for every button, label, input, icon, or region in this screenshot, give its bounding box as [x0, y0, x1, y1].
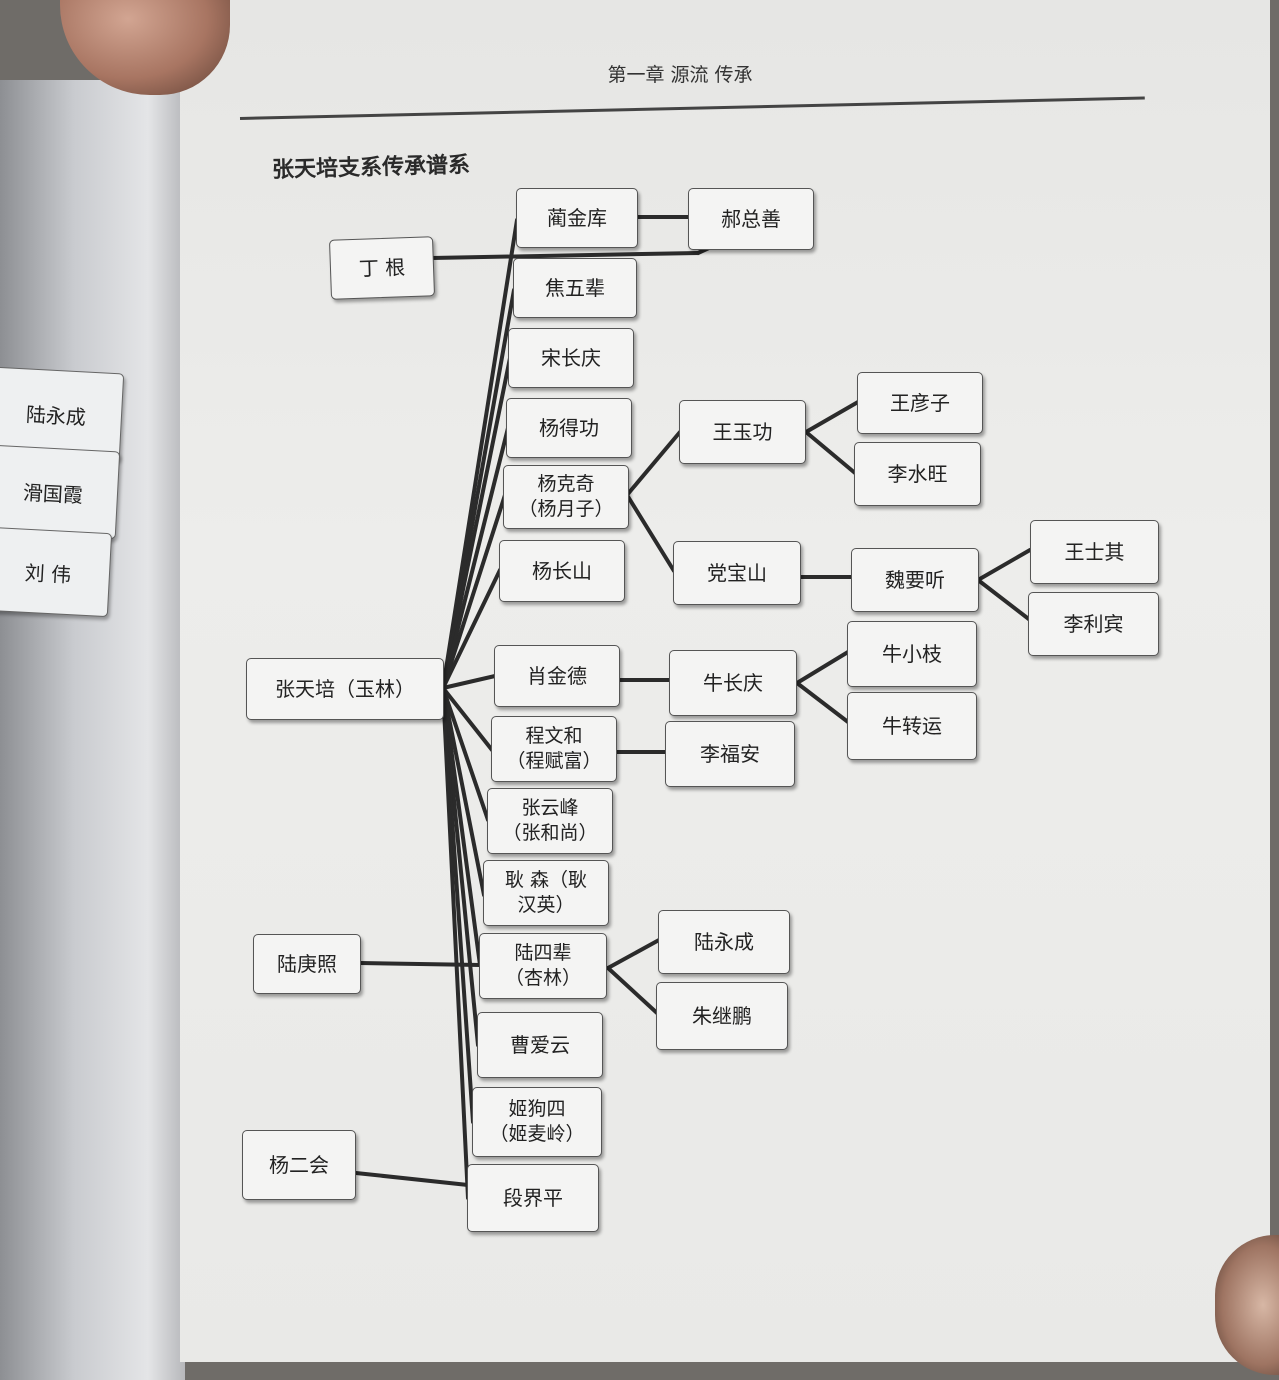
connector: [625, 493, 676, 573]
node-caoaiyun: 曹爱云: [477, 1012, 603, 1078]
node-chengwenhe: 程文和 （程赋富）: [491, 716, 617, 782]
connector: [441, 674, 497, 690]
connector: [606, 938, 661, 970]
connector: [441, 686, 486, 897]
connector: [804, 400, 860, 434]
connector: [804, 430, 857, 475]
node-weiyaoting: 魏要听: [851, 548, 979, 612]
node-duanjieping: 段界平: [467, 1164, 599, 1232]
node-dangbaoshan: 党宝山: [673, 541, 801, 605]
node-wangyanzi: 王彦子: [857, 372, 983, 434]
node-niuxiaozhi: 牛小枝: [847, 621, 977, 687]
node-linjinku: 蔺金库: [516, 188, 638, 248]
running-header: 第一章 源流 传承: [607, 64, 753, 86]
node-jigousi: 姬狗四 （姬麦岭）: [472, 1087, 602, 1157]
connector: [441, 686, 470, 1200]
connector: [430, 251, 700, 260]
node-zhangyunfeng: 张云峰 （张和尚）: [487, 788, 613, 854]
connector: [976, 548, 1032, 582]
node-lugengzhao: 陆庚照: [253, 934, 361, 994]
node-xiaojinde: 肖金德: [494, 645, 620, 707]
node-liliben: 李利宾: [1028, 592, 1159, 656]
node-yangchangshan: 杨长山: [499, 540, 625, 602]
node-lishuiwang: 李水旺: [854, 442, 981, 506]
node-zhujipeng: 朱继鹏: [656, 982, 788, 1050]
connector: [441, 686, 494, 752]
node-wangshiqi: 王士其: [1030, 520, 1159, 584]
node-lifuan: 李福安: [665, 721, 795, 787]
node-jiaowubei: 焦五辈: [513, 258, 637, 318]
left-page: [0, 80, 185, 1380]
node-gengsen: 耿 森（耿 汉英）: [483, 860, 609, 926]
connector: [625, 430, 682, 497]
node-niuchangqing: 牛长庆: [669, 650, 797, 716]
connector: [441, 568, 502, 690]
node-root: 张天培（玉林）: [246, 658, 444, 720]
connector: [354, 1171, 470, 1187]
node-wangyugong: 王玉功: [679, 400, 806, 464]
connector: [441, 356, 512, 690]
connector: [795, 681, 850, 724]
node-haozongshan: 郝总善: [688, 188, 814, 250]
connector: [606, 966, 659, 1015]
connector: [358, 961, 482, 967]
connector: [976, 578, 1032, 622]
node-songchangqing: 宋长庆: [508, 328, 634, 388]
connector: [441, 493, 507, 690]
connector: [441, 686, 490, 822]
connector: [795, 650, 850, 685]
node-dinggen: 丁 根: [328, 236, 436, 300]
node-lusibei: 陆四辈 （杏林）: [479, 933, 607, 999]
node-yangdegong: 杨得功: [506, 398, 632, 458]
node-yangkeqi: 杨克奇 （杨月子）: [503, 465, 629, 529]
node-luyongcheng: 陆永成: [658, 910, 790, 974]
node-yangerhui: 杨二会: [242, 1130, 356, 1200]
connector: [441, 426, 510, 690]
node-niuzhuanyun: 牛转运: [847, 692, 977, 760]
